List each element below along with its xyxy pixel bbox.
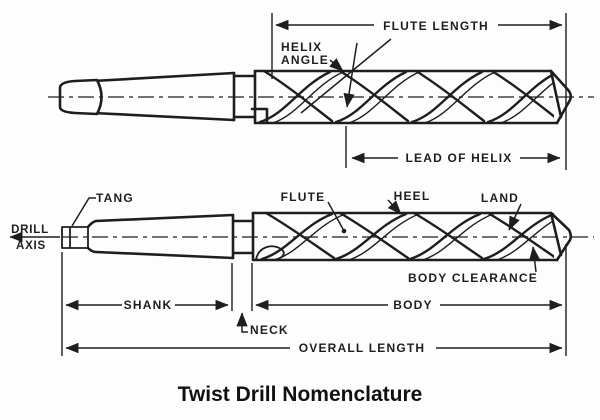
lower-neck: [231, 211, 255, 261]
body-label: BODY: [393, 298, 432, 312]
heel-label: HEEL: [394, 189, 431, 203]
helix-angle-arc-arrow: [343, 42, 358, 108]
diagram-title: Twist Drill Nomenclature: [178, 383, 423, 406]
overall-length-label: OVERALL LENGTH: [299, 341, 426, 355]
flute-label: FLUTE: [281, 190, 326, 204]
lower-body-outline: [251, 211, 559, 262]
upper-drill-point: [549, 69, 573, 125]
helix-angle-label-line1: HELIX: [281, 40, 322, 54]
helix-angle-label-line2: ANGLE: [281, 53, 329, 67]
shank-label: SHANK: [124, 298, 173, 312]
body-clearance-leader: [529, 246, 541, 273]
drill-axis-label-line1: DRILL: [11, 224, 49, 236]
flute-leader: [327, 201, 344, 230]
upper-spiral-flutes: [258, 69, 554, 124]
upper-dimensions: FLUTE LENGTH HELIX ANGLE LEAD OF HELIX: [271, 13, 567, 170]
lower-drill-point: [549, 211, 573, 262]
upper-shank-taper: [91, 71, 236, 122]
neck-label: NECK: [250, 323, 289, 337]
lower-shank-taper: [86, 213, 235, 260]
flute-leader-dot: [341, 228, 347, 234]
flute-length-label: FLUTE LENGTH: [383, 19, 489, 33]
land-label: LAND: [481, 191, 519, 205]
tang-label: TANG: [96, 191, 134, 205]
bottom-dimensions: SHANK NECK BODY OVERALL LENGTH: [61, 244, 567, 356]
lower-labels: DRILL AXIS TANG FLUTE HEEL LAND BODY CLE…: [11, 189, 541, 285]
heel-leader: [387, 199, 402, 215]
body-clearance-label: BODY CLEARANCE: [408, 271, 538, 285]
tang-leader: [71, 197, 96, 227]
helix-tangent-line: [300, 38, 392, 114]
drill-axis-label-line2: AXIS: [16, 240, 46, 252]
helix-angle-leader: [329, 58, 344, 72]
lead-of-helix-label: LEAD OF HELIX: [406, 151, 513, 165]
flute-length-extension-lines: [271, 13, 567, 170]
bottom-extension-lines: [61, 244, 567, 356]
lower-drill: [9, 211, 594, 262]
neck-leader: [236, 312, 248, 333]
land-leader: [508, 203, 522, 231]
